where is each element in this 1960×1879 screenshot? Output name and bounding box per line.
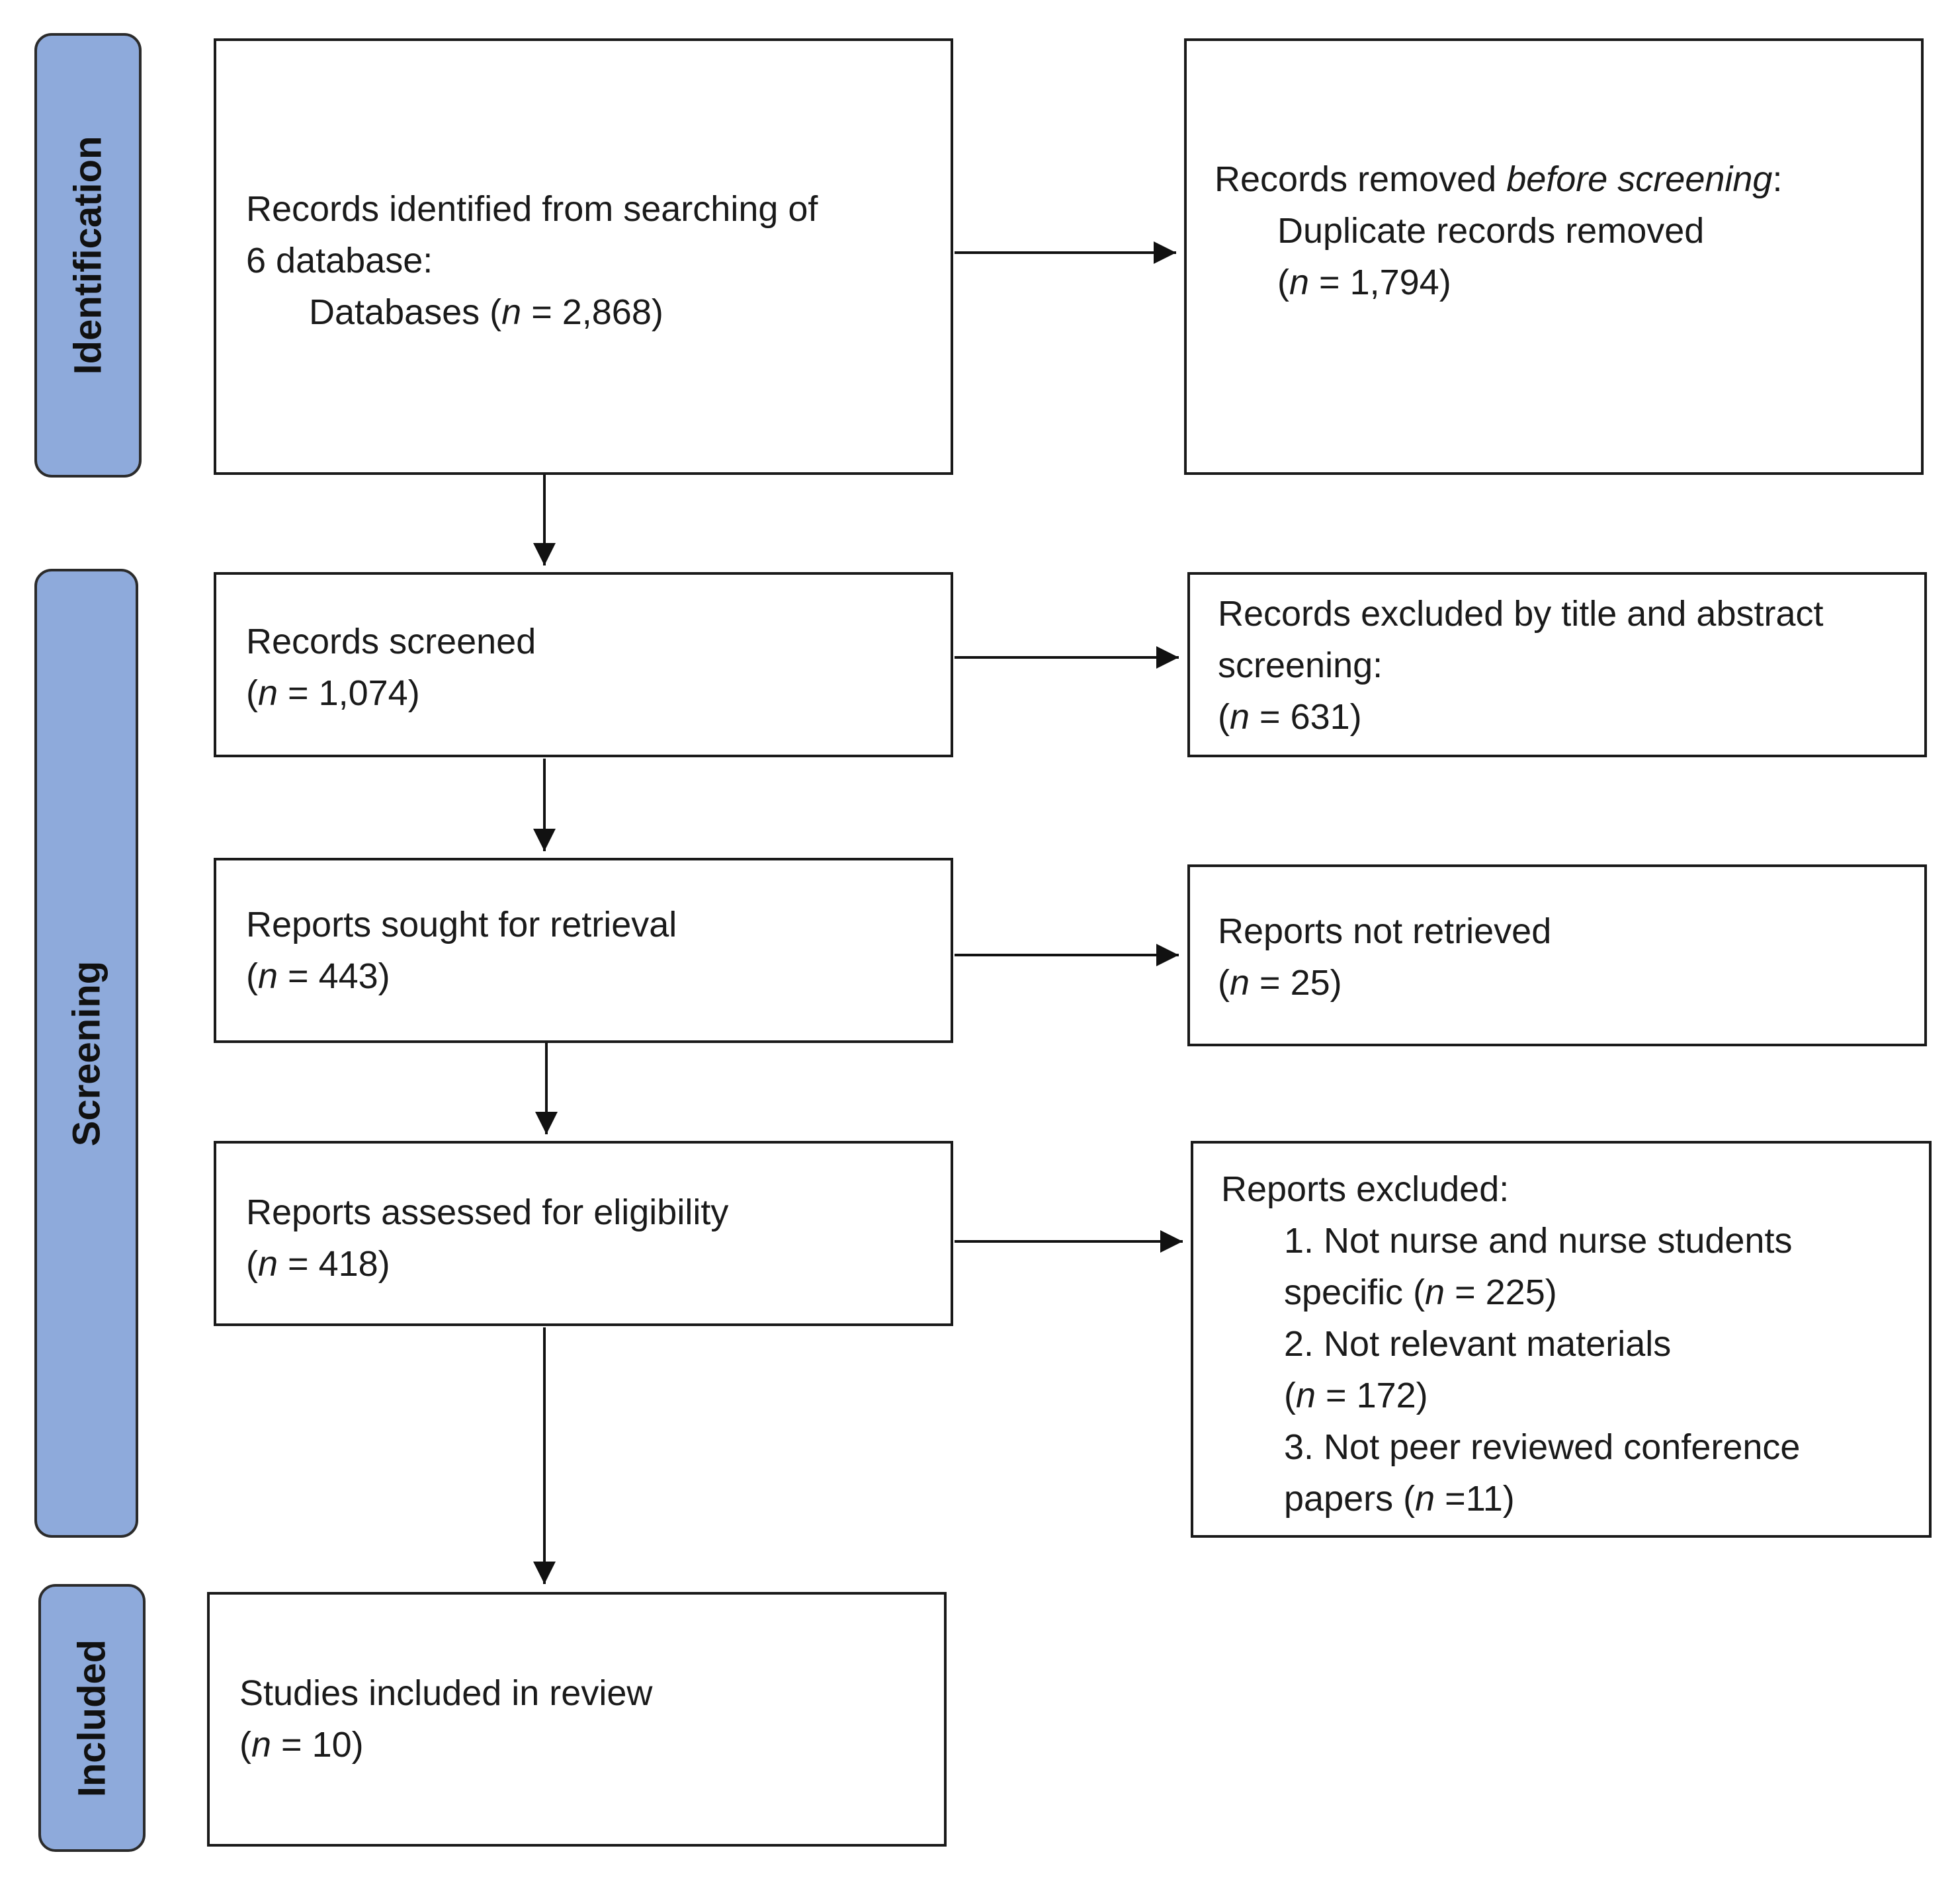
reports-excluded-item1-count: specific (n = 225) bbox=[1284, 1273, 1557, 1312]
records-removed-count: (n = 1,794) bbox=[1277, 263, 1451, 302]
reports-assessed-box: Reports assessed for eligibility (n = 41… bbox=[214, 1141, 953, 1326]
studies-included-count: (n = 10) bbox=[239, 1725, 364, 1765]
records-identified-box: Records identified from searching of 6 d… bbox=[214, 38, 953, 475]
phase-included: Included bbox=[38, 1584, 146, 1852]
reports-excluded-item3-count: papers (n =11) bbox=[1284, 1479, 1515, 1519]
records-screened-box: Records screened (n = 1,074) bbox=[214, 572, 953, 757]
reports-not-retrieved-count: (n = 25) bbox=[1218, 963, 1342, 1003]
studies-included-line1: Studies included in review bbox=[239, 1673, 653, 1713]
reports-not-retrieved-box: Reports not retrieved (n = 25) bbox=[1187, 864, 1927, 1046]
reports-sought-box: Reports sought for retrieval (n = 443) bbox=[214, 858, 953, 1043]
reports-sought-count: (n = 443) bbox=[246, 956, 390, 996]
phase-screening: Screening bbox=[34, 569, 138, 1538]
reports-excluded-item2-count: (n = 172) bbox=[1284, 1376, 1428, 1415]
reports-not-retrieved-line1: Reports not retrieved bbox=[1218, 911, 1552, 951]
reports-excluded-line1: Reports excluded: bbox=[1221, 1169, 1510, 1209]
reports-excluded-item1: 1. Not nurse and nurse students bbox=[1284, 1221, 1793, 1261]
records-identified-count: Databases (n = 2,868) bbox=[309, 292, 663, 332]
reports-excluded-box: Reports excluded: 1. Not nurse and nurse… bbox=[1191, 1141, 1932, 1538]
records-removed-line2: Duplicate records removed bbox=[1277, 211, 1705, 251]
records-identified-line2: 6 database: bbox=[246, 241, 433, 280]
records-excluded-title-line1: Records excluded by title and abstract bbox=[1218, 594, 1824, 634]
records-screened-count: (n = 1,074) bbox=[246, 673, 420, 713]
reports-assessed-count: (n = 418) bbox=[246, 1244, 390, 1284]
reports-excluded-item3: 3. Not peer reviewed conference bbox=[1284, 1427, 1801, 1467]
studies-included-box: Studies included in review (n = 10) bbox=[207, 1592, 947, 1847]
reports-sought-line1: Reports sought for retrieval bbox=[246, 905, 677, 944]
reports-assessed-line1: Reports assessed for eligibility bbox=[246, 1192, 729, 1232]
records-screened-line1: Records screened bbox=[246, 622, 536, 661]
records-excluded-title-box: Records excluded by title and abstract s… bbox=[1187, 572, 1927, 757]
records-identified-line1: Records identified from searching of bbox=[246, 189, 818, 229]
records-excluded-title-line2: screening: bbox=[1218, 646, 1383, 685]
records-excluded-title-count: (n = 631) bbox=[1218, 697, 1362, 737]
reports-excluded-item2: 2. Not relevant materials bbox=[1284, 1324, 1672, 1364]
records-removed-line1: Records removed before screening: bbox=[1214, 159, 1783, 199]
records-removed-box: Records removed before screening: Duplic… bbox=[1184, 38, 1924, 475]
phase-identification: Identification bbox=[34, 33, 142, 478]
